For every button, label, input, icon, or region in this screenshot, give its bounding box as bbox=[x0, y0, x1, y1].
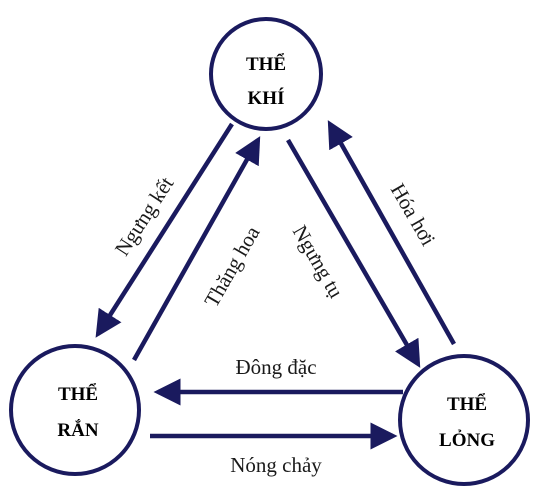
gas-state-label-line2: KHÍ bbox=[248, 87, 285, 109]
liquid-state-label-line2: LỎNG bbox=[439, 429, 495, 451]
sublimation-arrow bbox=[132, 136, 261, 362]
freezing-label: Đông đặc bbox=[235, 355, 316, 379]
evaporation-arrow bbox=[327, 120, 456, 346]
gas-state-node: THỂ KHÍ bbox=[209, 17, 323, 131]
condensation-arrow bbox=[286, 138, 421, 368]
gas-state-label-line1: THỂ bbox=[246, 53, 286, 75]
deposition-label: Ngưng kết bbox=[110, 172, 179, 260]
solid-state-label-line2: RẮN bbox=[57, 419, 98, 441]
solid-state-label-line1: THỂ bbox=[58, 383, 98, 405]
liquid-state-node: THỂ LỎNG bbox=[398, 354, 530, 486]
deposition-arrow bbox=[95, 122, 234, 338]
liquid-state-label-line1: THỂ bbox=[447, 393, 487, 415]
solid-state-node: THỂ RẮN bbox=[9, 344, 141, 476]
melting-label: Nóng chảy bbox=[230, 453, 322, 477]
condensation-label: Ngưng tụ bbox=[288, 221, 349, 302]
sublimation-label: Thăng hoa bbox=[199, 221, 265, 311]
